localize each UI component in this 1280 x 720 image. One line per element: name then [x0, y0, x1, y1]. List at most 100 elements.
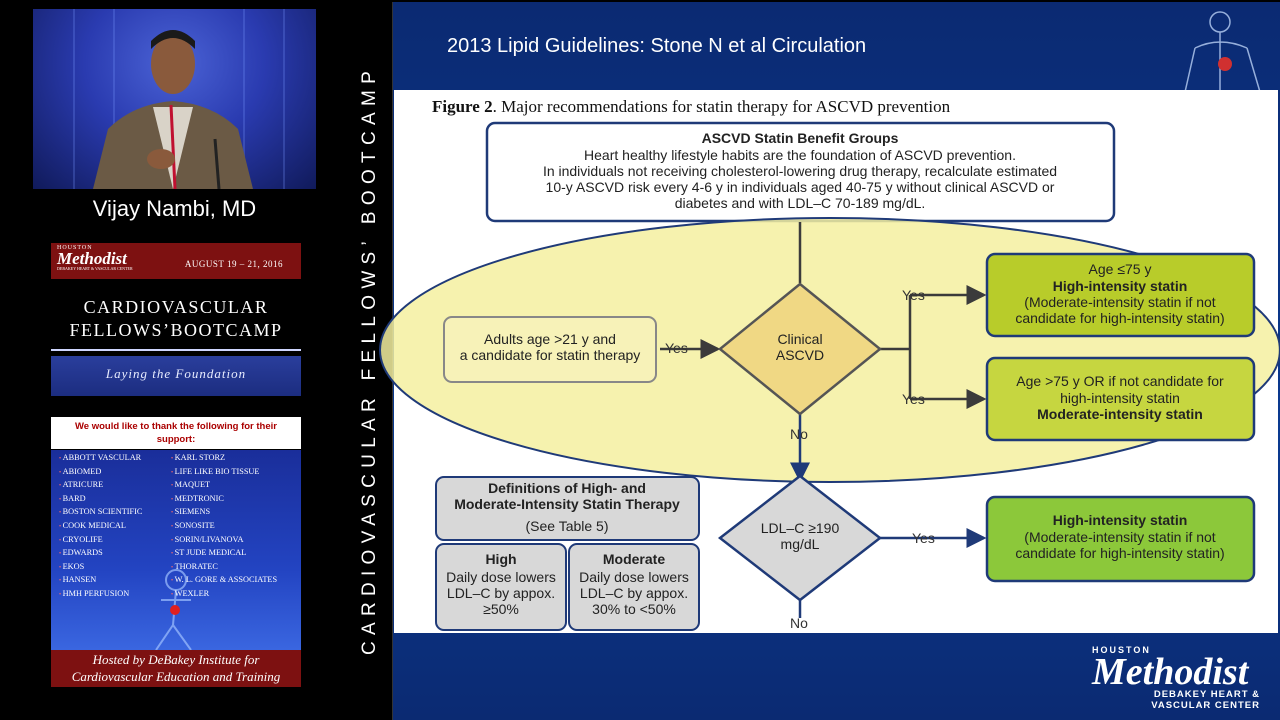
moderate-definition-line2: LDL–C by appox.: [580, 585, 688, 601]
moderate-definition-title: Moderate: [603, 551, 665, 567]
speaker-name: Vijay Nambi, MD: [92, 196, 257, 221]
sponsor-list-right: KARL STORZLIFE LIKE BIO TISSUEMAQUETMEDT…: [171, 452, 278, 602]
sponsor-item: HANSEN: [59, 574, 142, 588]
figure-caption: Figure 2. Major recommendations for stat…: [432, 97, 951, 116]
no-label-2: No: [790, 615, 808, 631]
age-gt75-line2: high-intensity statin: [1060, 390, 1180, 406]
tagline-box: [51, 356, 301, 396]
sponsor-item: SONOSITE: [171, 520, 277, 534]
thanks-text: We would like to thank the following for…: [75, 421, 277, 445]
program-title-line1: CARDIOVASCULAR: [83, 297, 269, 317]
definitions-line3: (See Table 5): [525, 518, 608, 534]
age-le75-line2: High-intensity statin: [1053, 278, 1188, 294]
speaker-video: [33, 9, 316, 189]
footer-logo-top: HOUSTON: [1092, 645, 1151, 655]
sponsor-item: ABBOTT VASCULAR: [59, 452, 142, 466]
moderate-definition-box: [568, 543, 700, 631]
anatomy-figure-icon: [1184, 11, 1261, 92]
sponsor-item: BOSTON SCIENTIFIC: [59, 506, 143, 520]
divider: [51, 349, 301, 351]
statin-benefit-line3: 10-y ASCVD risk every 4-6 y in individua…: [546, 179, 1055, 195]
ldl-line2: mg/dL: [781, 536, 820, 552]
slide-title: 2013 Lipid Guidelines: Stone N et al Cir…: [447, 35, 867, 57]
definitions-line2: Moderate-Intensity Statin Therapy: [454, 496, 680, 512]
sponsor-item: MEDTRONIC: [171, 493, 277, 507]
age-gt75-line1: Age >75 y OR if not candidate for: [1016, 373, 1224, 389]
footer-logo-sub1: DEBAKEY HEART &: [1153, 689, 1260, 700]
age-le75-box: [985, 252, 1256, 338]
moderate-definition-line3: 30% to <50%: [592, 601, 676, 617]
high-intensity-box: [985, 495, 1256, 583]
logo-top-text: HOUSTON: [57, 245, 93, 251]
yes-label-ldl: Yes: [912, 530, 935, 546]
sponsor-item: THORATEC: [171, 561, 277, 575]
speaker-figure: [93, 30, 253, 189]
statin-benefit-line4: diabetes and with LDL–C 70-189 mg/dL.: [675, 195, 926, 211]
hosted-text: Hosted by DeBakey Institute for Cardiova…: [51, 651, 301, 685]
no-label-1: No: [790, 426, 808, 442]
moderate-definition-line1: Daily dose lowers: [579, 569, 689, 585]
age-le75-line1: Age ≤75 y: [1089, 261, 1152, 277]
clinical-ascvd-line1: Clinical: [777, 331, 822, 347]
sponsor-item: COOK MEDICAL: [59, 520, 142, 534]
high-definition-line3: ≥50%: [483, 601, 519, 617]
sponsor-item: W. L. GORE & ASSOCIATES: [171, 574, 278, 588]
program-title: CARDIOVASCULAR FELLOWS’BOOTCAMP: [51, 296, 301, 342]
sponsor-panel: ABBOTT VASCULARABIOMEDATRICUREBARDBOSTON…: [51, 450, 301, 650]
ldl-diamond: [717, 474, 883, 602]
sponsor-list-left: ABBOTT VASCULARABIOMEDATRICUREBARDBOSTON…: [59, 452, 143, 602]
definitions-box: [435, 476, 700, 541]
sponsor-item: BARD: [59, 493, 142, 507]
footer-logo-main: Methodist: [1092, 651, 1249, 693]
age-le75-line4: candidate for high-intensity statin): [1015, 310, 1224, 326]
program-title-line2: FELLOWS’BOOTCAMP: [69, 320, 283, 340]
yes-label-gt75: Yes: [902, 391, 925, 407]
methodist-footer-logo: HOUSTON Methodist DEBAKEY HEART & VASCUL…: [1092, 645, 1272, 711]
sponsor-item: EKOS: [59, 561, 142, 575]
sponsor-item: ST JUDE MEDICAL: [171, 547, 277, 561]
adults-line2: a candidate for statin therapy: [460, 347, 641, 363]
yes-label-le75: Yes: [902, 287, 925, 303]
high-definition-title: High: [485, 551, 516, 567]
hosted-line1: Hosted by DeBakey Institute for: [92, 652, 260, 667]
high-definition-box: [435, 543, 567, 631]
event-dates: AUGUST 19 – 21, 2016: [184, 259, 283, 269]
sponsor-item: SIEMENS: [171, 506, 277, 520]
hosted-line2: Cardiovascular Education and Training: [71, 669, 281, 684]
statin-benefit-line2: In individuals not receiving cholesterol…: [543, 163, 1057, 179]
adults-line1: Adults age >21 y and: [484, 331, 616, 347]
high-intensity-line2: (Moderate-intensity statin if not: [1024, 529, 1216, 545]
logo-sub-text: DEBAKEY HEART & VASCULAR CENTER: [57, 266, 133, 271]
sponsor-item: MAQUET: [171, 479, 277, 493]
sponsor-item: ATRICURE: [59, 479, 142, 493]
sponsor-item: EDWARDS: [59, 547, 142, 561]
yes-label-adults: Yes: [665, 340, 688, 356]
high-definition-line1: Daily dose lowers: [446, 569, 556, 585]
sponsor-item: LIFE LIKE BIO TISSUE: [171, 466, 277, 480]
clinical-ascvd-line2: ASCVD: [776, 347, 824, 363]
hosted-box: [51, 650, 301, 687]
age-le75-line3: (Moderate-intensity statin if not: [1024, 294, 1216, 310]
statin-benefit-line1: Heart healthy lifestyle habits are the f…: [584, 147, 1016, 163]
sponsor-item: SORIN/LIVANOVA: [171, 534, 277, 548]
clinical-ascvd-diamond: [718, 282, 882, 416]
event-banner: HOUSTON Methodist DEBAKEY HEART & VASCUL…: [51, 243, 301, 279]
high-intensity-line3: candidate for high-intensity statin): [1015, 545, 1224, 561]
tagline: Laying the Foundation: [105, 366, 247, 381]
ldl-line1: LDL–C ≥190: [761, 520, 840, 536]
age-gt75-line3: Moderate-intensity statin: [1037, 406, 1203, 422]
sponsor-item: WEXLER: [171, 588, 277, 602]
logo-main-text: Methodist: [57, 249, 127, 268]
age-gt75-box: [985, 356, 1256, 442]
definitions-line1: Definitions of High- and: [488, 480, 646, 496]
sponsor-item: HMH PERFUSION: [59, 588, 142, 602]
sponsor-item: ABIOMED: [59, 466, 142, 480]
high-intensity-line1: High-intensity statin: [1053, 512, 1188, 528]
sponsor-item: CRYOLIFE: [59, 534, 142, 548]
sponsor-item: KARL STORZ: [171, 452, 277, 466]
methodist-logo-small: HOUSTON Methodist DEBAKEY HEART & VASCUL…: [57, 245, 133, 271]
thanks-box: [51, 417, 301, 449]
statin-benefit-title: ASCVD Statin Benefit Groups: [702, 130, 899, 146]
adults-box: [443, 316, 657, 383]
